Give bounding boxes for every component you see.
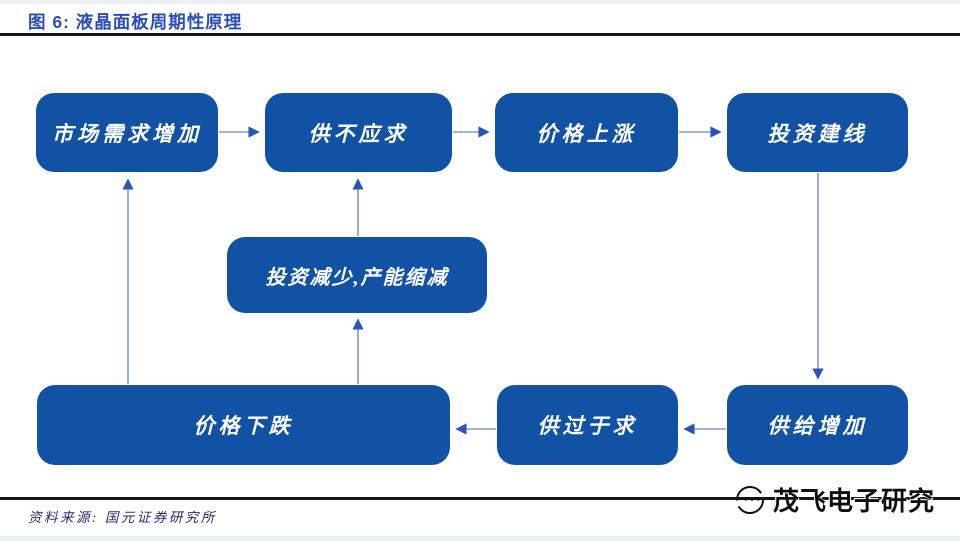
flow-node-investment-decrease-capacity-cut: 投资减少,产能缩减	[227, 237, 487, 313]
flow-node-label: 投资减少,产能缩减	[265, 266, 449, 289]
flow-node-label: 供不应求	[308, 121, 409, 146]
top-edge-band	[0, 0, 960, 4]
flow-node-supply-shortage: 供不应求	[265, 93, 452, 172]
flow-node-label: 供给增加	[767, 414, 868, 438]
flow-node-supply-increase: 供给增加	[727, 385, 908, 465]
flow-node-label: 价格下跌	[193, 414, 294, 438]
watermark-logo-icon	[736, 485, 764, 514]
watermark-text: 茂飞电子研究	[773, 487, 936, 516]
watermark: 茂飞电子研究	[733, 481, 935, 518]
flow-node-label: 市场需求增加	[52, 121, 202, 146]
flow-node-market-demand-increase: 市场需求增加	[36, 93, 218, 172]
flow-node-price-fall: 价格下跌	[37, 385, 450, 465]
title-divider-line	[0, 33, 960, 36]
bottom-edge-band	[0, 536, 960, 541]
flow-node-price-rise: 价格上涨	[495, 93, 678, 172]
figure-title: 图 6: 液晶面板周期性原理	[28, 12, 243, 32]
flow-node-oversupply: 供过于求	[497, 385, 678, 465]
source-note: 资料来源: 国元证券研究所	[28, 510, 217, 525]
flow-node-label: 供过于求	[537, 414, 638, 438]
flow-node-label: 投资建线	[767, 121, 868, 146]
flow-node-label: 价格上涨	[536, 121, 637, 146]
footer-divider-line	[0, 497, 960, 500]
flow-node-investment-build-lines: 投资建线	[727, 93, 908, 172]
